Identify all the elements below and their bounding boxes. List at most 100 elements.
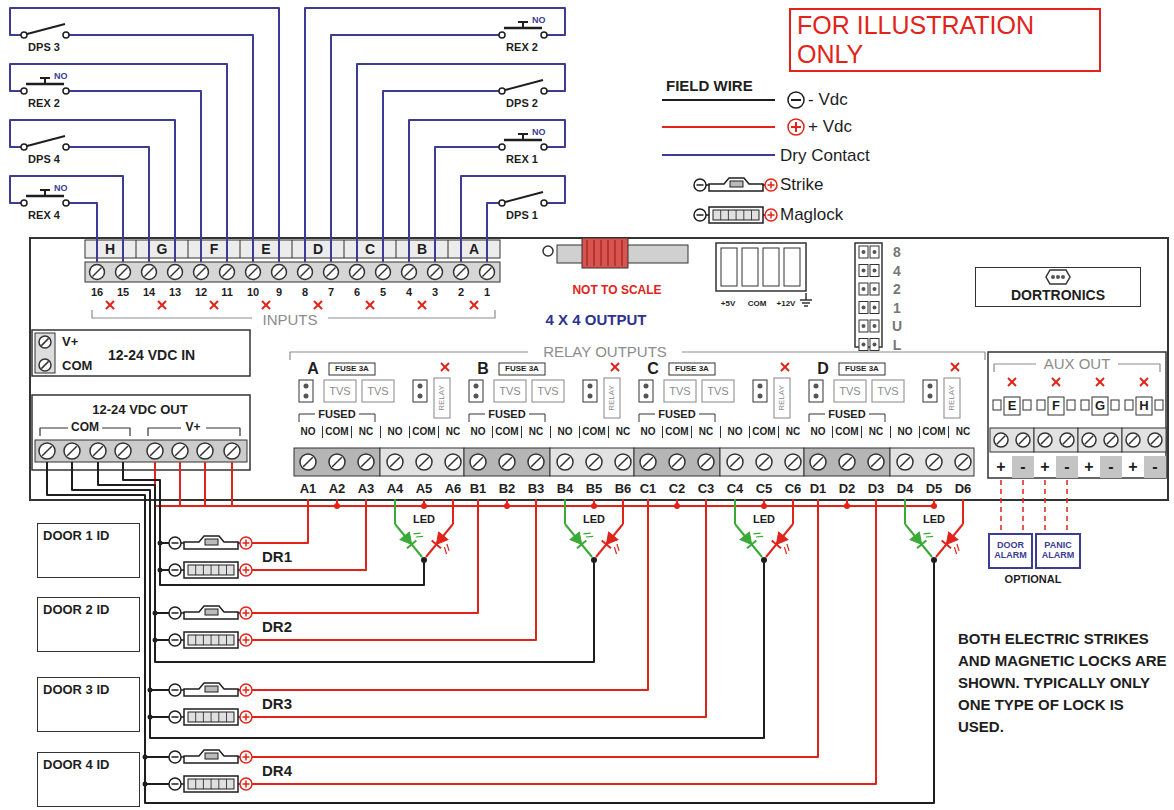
terminal-id: D6 bbox=[955, 482, 972, 497]
jumper-pin bbox=[859, 246, 868, 258]
terminal-screw bbox=[528, 454, 544, 470]
screw-slot bbox=[929, 457, 939, 467]
light-ray bbox=[416, 533, 423, 540]
led-symbol bbox=[431, 532, 454, 554]
led-mark bbox=[951, 363, 959, 371]
contact-label: NC bbox=[529, 426, 543, 438]
contact-label: NO bbox=[471, 426, 486, 438]
maglock-line bbox=[218, 635, 219, 645]
minus-sign bbox=[172, 689, 179, 691]
header-slot bbox=[763, 248, 779, 286]
contact-point bbox=[499, 32, 505, 38]
positive-wire bbox=[252, 499, 478, 613]
terminal-number: 7 bbox=[328, 286, 334, 299]
door-lock-label: DR2 bbox=[262, 618, 292, 635]
pin bbox=[474, 394, 479, 399]
relay-box bbox=[774, 378, 790, 418]
push-cap bbox=[40, 77, 50, 79]
terminal-name: V+ bbox=[185, 421, 200, 435]
led-mark bbox=[210, 301, 218, 309]
junction bbox=[761, 503, 767, 509]
dry-contact-wire bbox=[305, 8, 565, 262]
divider bbox=[691, 426, 692, 438]
led-triangle bbox=[400, 532, 416, 548]
bracket bbox=[809, 414, 825, 422]
maglock-line bbox=[218, 712, 219, 722]
led-mark bbox=[441, 363, 449, 371]
terminal-number: 2 bbox=[458, 286, 464, 299]
switch-label: DPS 2 bbox=[506, 97, 538, 110]
terminal-screw bbox=[402, 265, 417, 280]
screw-slot bbox=[379, 268, 388, 277]
minus-sign bbox=[172, 639, 179, 641]
maglock-line bbox=[226, 779, 227, 789]
tvs-box bbox=[702, 380, 734, 402]
legend-line bbox=[662, 126, 775, 128]
bracket bbox=[92, 310, 252, 318]
switch-blade bbox=[505, 80, 543, 90]
terminal-id: A3 bbox=[358, 482, 375, 497]
screw-slot bbox=[405, 268, 414, 277]
terminal-strip bbox=[634, 448, 720, 476]
contact-label: COM bbox=[582, 426, 605, 438]
door-id-box: DOOR 3 ID bbox=[37, 677, 140, 732]
screw-slot bbox=[473, 457, 483, 467]
led-mark bbox=[158, 301, 166, 309]
header-divider bbox=[292, 240, 293, 258]
jumper bbox=[469, 380, 483, 402]
led-mark bbox=[611, 363, 619, 371]
terminal-screw bbox=[64, 443, 80, 459]
jumper-label: 2 bbox=[893, 281, 901, 297]
tvs-label: TVS bbox=[367, 385, 388, 398]
electric-strike-symbol bbox=[184, 683, 238, 696]
input-letter: G bbox=[157, 241, 168, 257]
note: OPTIONAL bbox=[1005, 573, 1062, 586]
minus-sign bbox=[172, 783, 179, 785]
light-ray bbox=[413, 530, 420, 537]
terminal-screw bbox=[480, 265, 495, 280]
relay-label: RELAY bbox=[607, 385, 616, 411]
maglock-line bbox=[211, 779, 212, 789]
bracket bbox=[869, 414, 885, 422]
aux-letter: E bbox=[1008, 399, 1017, 414]
jumper-pin bbox=[859, 302, 868, 314]
bracket bbox=[359, 414, 375, 422]
light-ray bbox=[952, 547, 959, 554]
led-symbol bbox=[941, 532, 964, 554]
terminal-number: 13 bbox=[169, 286, 181, 299]
push-cap bbox=[40, 189, 50, 191]
terminal-screw bbox=[445, 454, 461, 470]
input-letter: D bbox=[313, 241, 323, 257]
pin bbox=[758, 384, 763, 389]
junction bbox=[153, 638, 158, 643]
terminal-id: B1 bbox=[470, 482, 487, 497]
terminal-strip bbox=[890, 448, 974, 476]
terminal-screw bbox=[586, 454, 602, 470]
screw-slot bbox=[730, 457, 740, 467]
letter-box bbox=[1048, 397, 1064, 415]
switch-blade bbox=[27, 24, 65, 34]
jumper-pin bbox=[1037, 400, 1045, 410]
screw-slot bbox=[997, 436, 1005, 444]
terminal-screw bbox=[454, 265, 469, 280]
maglock-line bbox=[203, 779, 204, 789]
relay-box bbox=[604, 378, 620, 418]
header-divider bbox=[188, 240, 189, 258]
pin bbox=[862, 269, 866, 273]
minus-cell bbox=[1056, 456, 1078, 478]
tvs-label: TVS bbox=[537, 385, 558, 398]
contact-label: NO bbox=[811, 426, 826, 438]
screw-slot bbox=[275, 268, 284, 277]
dry-contact-wire bbox=[435, 147, 499, 262]
divider bbox=[380, 426, 381, 438]
polarity-sign: + bbox=[1128, 458, 1137, 476]
terminal-screw bbox=[142, 265, 157, 280]
light-ray bbox=[586, 533, 593, 540]
jumper-pin bbox=[870, 246, 879, 258]
positive-wire bbox=[252, 499, 366, 570]
terminal-screw bbox=[955, 454, 971, 470]
led-bar bbox=[772, 541, 781, 549]
minus-sign bbox=[172, 569, 179, 571]
electric-strike-symbol bbox=[184, 606, 238, 619]
screw-slot bbox=[900, 457, 910, 467]
